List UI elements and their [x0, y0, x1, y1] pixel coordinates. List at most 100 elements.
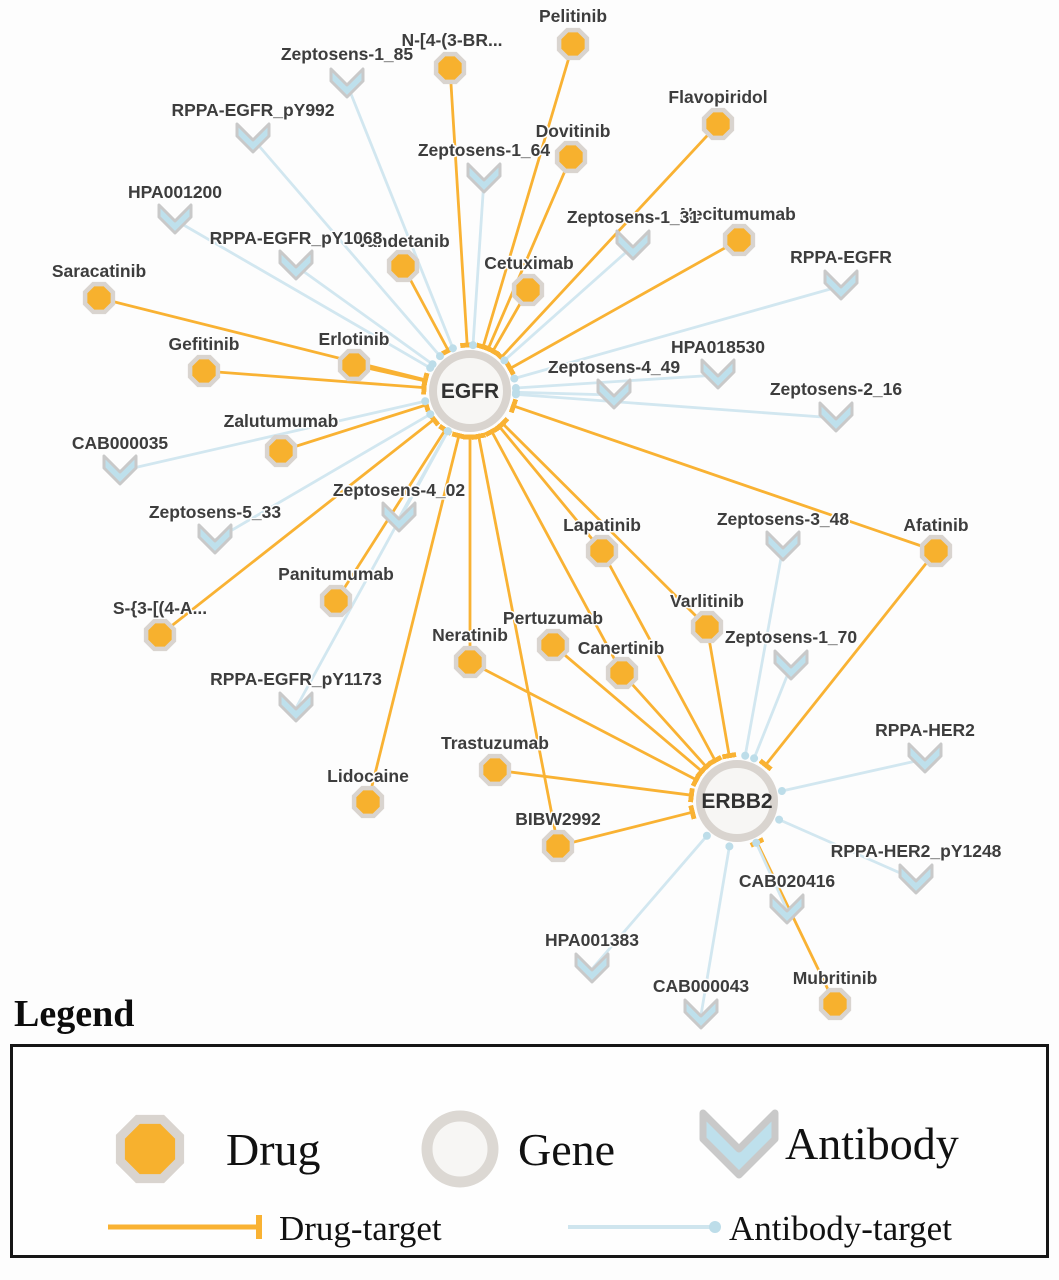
antibody-chevron-icon	[596, 378, 632, 410]
node-label: Pelitinib	[539, 6, 607, 26]
antibody-target-edge	[777, 757, 926, 795]
antibody-target-edge	[750, 665, 793, 763]
antibody-target-edge	[345, 83, 457, 353]
drug-target-edge	[749, 837, 837, 1005]
drug-node: Neratinib	[431, 624, 509, 679]
antibody-chevron-icon	[381, 501, 417, 533]
drug-octagon-icon	[511, 273, 545, 307]
gene-circle-icon	[429, 350, 511, 432]
node-label: Zeptosens-4_49	[548, 357, 681, 377]
antibody-chevron-icon	[898, 863, 934, 895]
drug-node: Varlitinib	[669, 590, 745, 644]
drug-target-tee-icon	[256, 1215, 262, 1239]
antibody-chevron-icon	[466, 162, 502, 194]
antibody-node: RPPA-EGFR_pY992	[170, 99, 336, 154]
drug-target-edge	[600, 550, 723, 767]
drug-octagon-icon	[585, 534, 619, 568]
drug-node: S-{3-[(4-A...	[111, 597, 209, 652]
node-label: Panitumumab	[278, 564, 394, 584]
antibody-target-edge	[511, 373, 719, 392]
antibody-chevron-icon	[157, 203, 193, 235]
antibody-chevron-icon	[102, 454, 138, 486]
drug-node: Necitumumab	[679, 203, 797, 257]
node-label: HPA018530	[671, 337, 765, 357]
antibody-node: Zeptosens-4_02	[331, 479, 467, 533]
drug-octagon-icon	[690, 610, 724, 644]
node-label: Cetuximab	[484, 253, 573, 273]
drug-target-edge	[159, 412, 441, 637]
drug-node: Flavopiridol	[667, 86, 769, 141]
node-label: HPA001200	[128, 182, 222, 202]
drug-target-edge	[552, 643, 709, 779]
drug-octagon-icon	[701, 107, 735, 141]
node-label: Lapatinib	[563, 515, 641, 535]
drug-node: Erlotinib	[317, 328, 391, 382]
node-label: S-{3-[(4-A...	[113, 598, 207, 618]
antibody-node: Zeptosens-3_48	[715, 508, 851, 562]
node-label: Zeptosens-1_64	[418, 140, 551, 160]
node-label: Canertinib	[578, 638, 665, 658]
drug-target-edge	[508, 398, 937, 553]
drug-target-edge	[494, 123, 720, 364]
drug-target-edge	[203, 369, 428, 395]
legend-label-drug: Drug	[226, 1124, 321, 1175]
antibody-chevron-icon	[278, 249, 314, 281]
node-label: Afatinib	[903, 515, 968, 535]
drug-target-edge	[494, 768, 695, 803]
antibody-chevron-icon	[574, 952, 610, 984]
antibody-node: HPA018530	[669, 336, 767, 390]
node-label: Flavopiridol	[668, 87, 767, 107]
legend-title: Legend	[14, 993, 135, 1035]
antibody-chevron-icon	[235, 122, 271, 154]
drug-octagon-icon	[453, 645, 487, 679]
drug-octagon-icon	[143, 618, 177, 652]
drug-octagon-icon	[478, 753, 512, 787]
antibody-node: CAB000035	[70, 432, 170, 486]
antibody-target-edge	[752, 838, 789, 911]
antibody-chevron-icon	[818, 401, 854, 433]
antibody-chevron-icon	[907, 742, 943, 774]
node-label: CAB020416	[739, 871, 836, 891]
antibody-chevron-icon	[823, 269, 859, 301]
drug-octagon-icon	[919, 534, 953, 568]
antibody-target-edge	[500, 244, 634, 365]
antibody-target-edge	[590, 831, 711, 970]
antibody-node: Zeptosens-1_31	[565, 206, 701, 261]
drug-node: Lapatinib	[562, 514, 642, 568]
antibody-node: Zeptosens-1_85	[279, 43, 415, 99]
drug-icon	[115, 1114, 185, 1184]
antibody-chevron-icon	[769, 893, 805, 925]
drug-node: Lidocaine	[326, 765, 411, 819]
node-label: Zeptosens-2_16	[770, 379, 903, 399]
drug-target-edge	[504, 238, 740, 376]
node-label: Erlotinib	[319, 329, 390, 349]
legend: Drug Gene Antibody Drug-target Antibody-…	[10, 1044, 1049, 1258]
antibody-node: RPPA-HER2	[874, 719, 977, 774]
node-label: RPPA-HER2	[875, 720, 975, 740]
node-label: CAB000043	[653, 976, 750, 996]
node-label: Varlitinib	[670, 591, 744, 611]
antibody-node: CAB020416	[737, 870, 837, 925]
node-label: RPPA-EGFR	[790, 247, 892, 267]
gene-circle-icon	[696, 760, 778, 842]
drug-octagon-icon	[818, 987, 852, 1021]
drug-target-edge	[448, 67, 475, 349]
drug-node: Panitumumab	[277, 563, 395, 618]
node-label: Dovitinib	[536, 121, 611, 141]
drug-target-edge	[705, 626, 737, 760]
node-label: BIBW2992	[515, 809, 601, 829]
drug-octagon-icon	[187, 354, 221, 388]
drug-node: Saracatinib	[50, 260, 148, 315]
drug-node: Pelitinib	[537, 5, 609, 61]
drug-octagon-icon	[433, 51, 467, 85]
antibody-icon	[699, 1109, 779, 1179]
node-label: ERBB2	[701, 790, 772, 813]
antibody-target-edge	[512, 388, 615, 397]
drug-octagon-icon	[722, 223, 756, 257]
antibody-target-edge	[699, 842, 734, 1016]
node-label: Vandetanib	[356, 231, 449, 251]
gene-icon	[421, 1110, 499, 1188]
antibody-node: CAB000043	[651, 975, 751, 1030]
antibody-target-edge	[214, 410, 435, 542]
